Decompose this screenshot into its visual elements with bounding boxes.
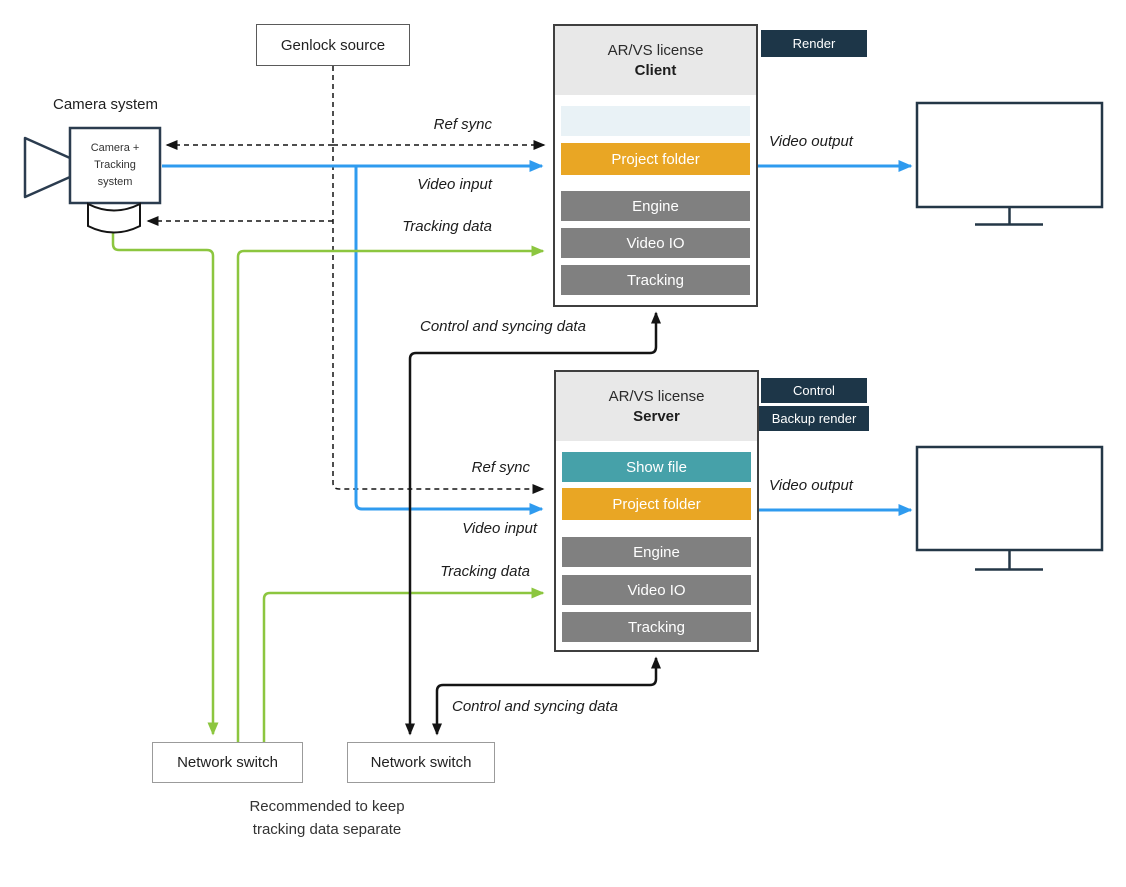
server-project-folder-row: Project folder (562, 488, 751, 520)
genlock-source-label: Genlock source (280, 36, 386, 54)
switch-tracking-to-client-line (236, 245, 545, 742)
video-output-label-server: Video output (769, 477, 853, 494)
server-license-label: AR/VS license (608, 388, 705, 405)
server-video-io-row: Video IO (562, 575, 751, 605)
tracking-data-label-server: Tracking data (440, 563, 530, 580)
client-header: AR/VS license Client (555, 26, 756, 95)
client-project-folder-row: Project folder (561, 143, 750, 175)
note-line2: tracking data separate (252, 821, 402, 838)
video-input-label-server: Video input (462, 520, 537, 537)
monitor-icon-server (915, 445, 1104, 571)
render-tag: Render (761, 30, 867, 57)
server-role-label: Server (633, 408, 680, 425)
client-engine-row: Engine (561, 191, 750, 221)
camera-box-line1: Camera + (90, 142, 140, 154)
genlock-to-server-ref-sync-line (332, 66, 545, 494)
control-sync-label-client: Control and syncing data (420, 318, 586, 335)
control-sync-label-server: Control and syncing data (452, 698, 618, 715)
tracking-separation-note: Recommended to keep tracking data separa… (176, 795, 478, 841)
server-show-file-row: Show file (562, 452, 751, 482)
server-tracking-row: Tracking (562, 612, 751, 642)
network-switch-control-box: Network switch (347, 742, 495, 783)
server-control-sync-line (432, 656, 661, 736)
client-control-sync-line (405, 311, 661, 736)
tracking-data-label-client: Tracking data (402, 218, 492, 235)
video-output-label-client: Video output (769, 133, 853, 150)
server-header: AR/VS license Server (556, 372, 757, 441)
client-box: AR/VS license Client Project folder Engi… (553, 24, 758, 307)
camera-tracking-to-switch-line (111, 233, 219, 736)
camera-box-line3: system (97, 176, 133, 188)
client-role-label: Client (634, 62, 677, 79)
ref-sync-label-client: Ref sync (433, 116, 492, 133)
camera-system-label: Camera system (53, 96, 159, 113)
client-empty-slot (561, 106, 750, 136)
network-switch-tracking-label: Network switch (177, 754, 278, 771)
control-tag: Control (761, 378, 867, 403)
monitor-icon-client (915, 101, 1104, 226)
backup-render-tag: Backup render (759, 406, 869, 431)
ref-sync-label-server: Ref sync (471, 459, 530, 476)
client-tracking-row: Tracking (561, 265, 750, 295)
camera-tracking-box-label: Camera + Tracking system (70, 128, 160, 203)
note-line1: Recommended to keep (249, 798, 405, 815)
client-video-io-row: Video IO (561, 228, 750, 258)
tracking-sensor-icon (87, 202, 141, 234)
camera-box-line2: Tracking (94, 159, 136, 171)
switch-tracking-to-server-line (262, 587, 545, 742)
client-license-label: AR/VS license (607, 42, 704, 59)
server-engine-row: Engine (562, 537, 751, 567)
camera-icon (23, 126, 162, 234)
network-switch-tracking-box: Network switch (152, 742, 303, 783)
video-input-label-client: Video input (417, 176, 492, 193)
video-input-to-server-line (354, 167, 544, 515)
server-box: AR/VS license Server Show file Project f… (554, 370, 759, 652)
network-switch-control-label: Network switch (370, 754, 472, 771)
genlock-source-box: Genlock source (256, 24, 410, 66)
